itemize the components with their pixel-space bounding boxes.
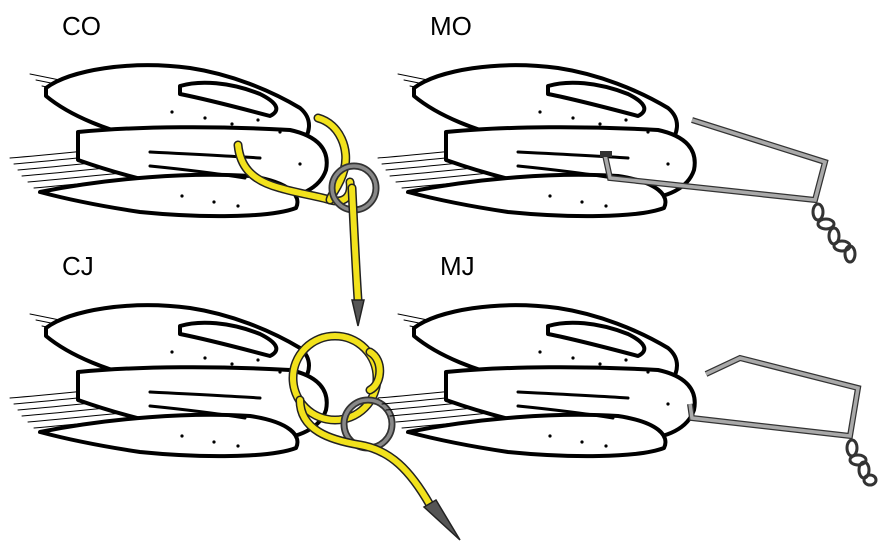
hook-tip — [352, 300, 364, 326]
bird-foot — [378, 305, 695, 456]
panel-mj: MJ — [378, 251, 876, 485]
hook-tip — [424, 500, 460, 540]
chain — [847, 440, 876, 485]
bird-foot — [10, 65, 327, 216]
panel-label-co: CO — [62, 11, 101, 41]
bird-foot — [10, 305, 327, 456]
panel-cj: CJ — [10, 251, 460, 540]
wire-clip — [690, 358, 858, 436]
panel-mo: MO — [378, 11, 855, 262]
panel-label-cj: CJ — [62, 251, 94, 281]
chain — [813, 204, 855, 262]
bird-foot — [378, 65, 695, 216]
panel-label-mj: MJ — [440, 251, 475, 281]
panel-label-mo: MO — [430, 11, 472, 41]
